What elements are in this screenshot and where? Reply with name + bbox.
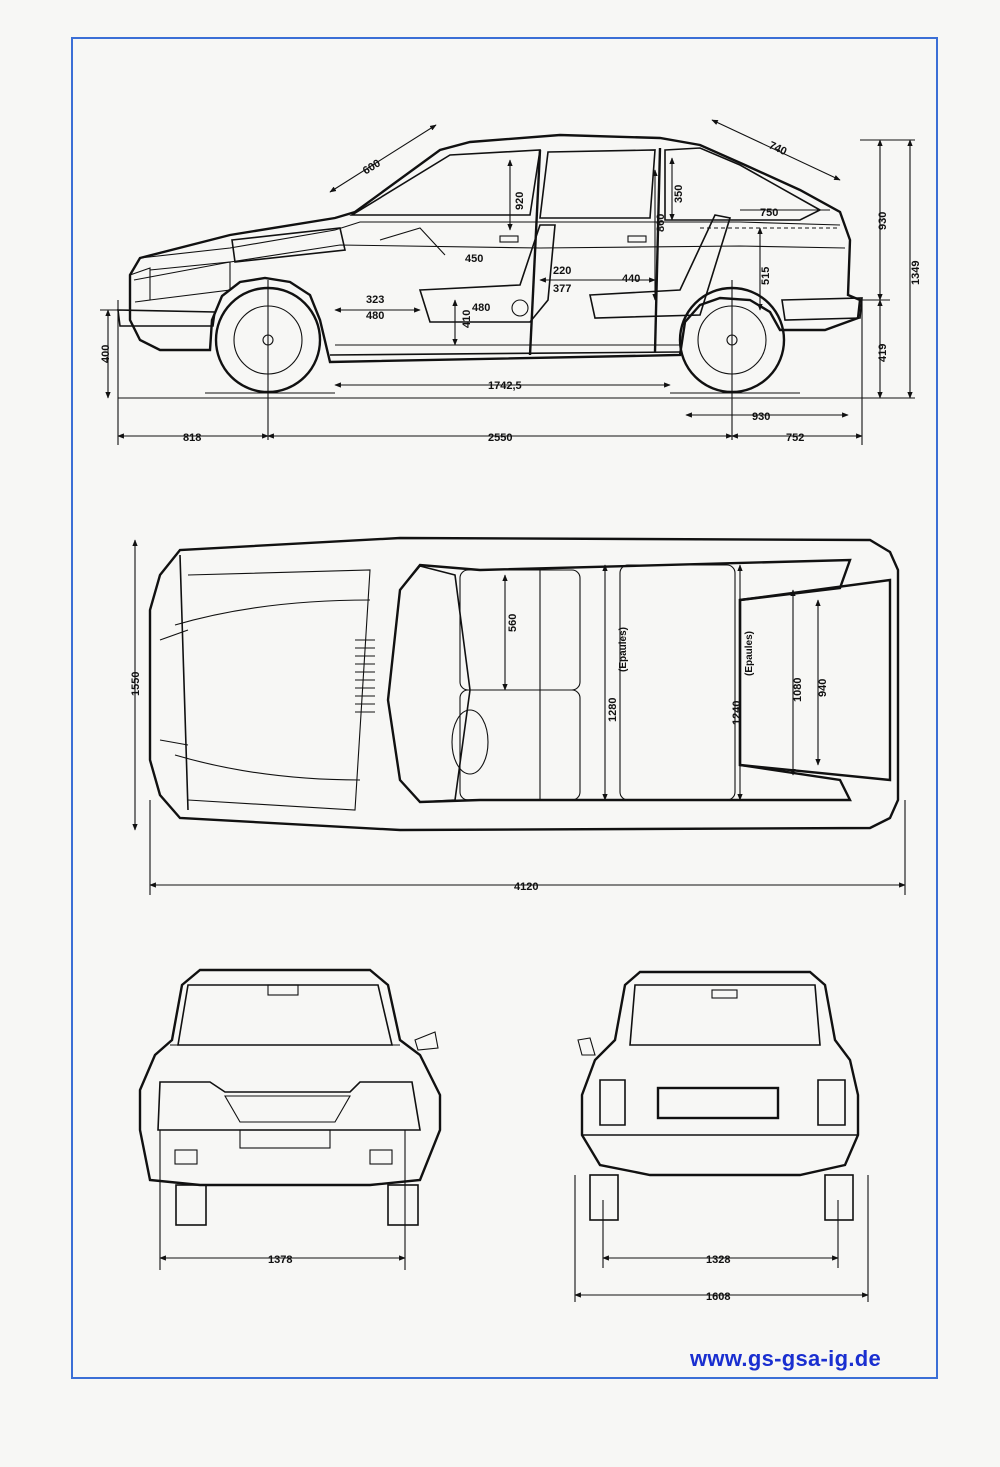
dim-560: 560 — [507, 614, 519, 632]
dim-419: 419 — [877, 344, 889, 362]
dim-480-left: 480 — [366, 310, 384, 322]
dim-860: 860 — [655, 214, 667, 232]
dim-1349: 1349 — [910, 261, 922, 285]
dim-750: 750 — [760, 207, 778, 219]
dim-1378: 1378 — [268, 1254, 292, 1266]
dim-2550: 2550 — [488, 432, 512, 444]
dim-1608: 1608 — [706, 1291, 730, 1303]
dim-4120: 4120 — [514, 881, 538, 893]
dim-440: 440 — [622, 273, 640, 285]
dim-1550: 1550 — [130, 672, 142, 696]
dim-1080: 1080 — [792, 678, 804, 702]
dim-350: 350 — [673, 185, 685, 203]
dim-400: 400 — [100, 345, 112, 363]
dim-220: 220 — [553, 265, 571, 277]
dim-920: 920 — [514, 192, 526, 210]
dim-1742: 1742,5 — [488, 380, 522, 392]
top-view: 1550 560 1280 (Epaules) 1240 (Epaules) 1… — [130, 536, 906, 895]
dim-940: 940 — [817, 679, 829, 697]
dim-752: 752 — [786, 432, 804, 444]
side-body-outline — [128, 133, 862, 364]
dim-377: 377 — [553, 283, 571, 295]
rear-view: 1328 1608 — [574, 970, 869, 1303]
dim-930-overhang: 930 — [752, 411, 770, 423]
top-body-outline — [148, 536, 900, 832]
top-grille — [355, 639, 375, 713]
side-view: 600 740 920 350 860 750 930 1349 450 220… — [100, 119, 922, 445]
front-body-outline — [138, 968, 442, 1187]
page-frame — [71, 37, 938, 1379]
label-epaules-rear: (Epaules) — [744, 631, 755, 676]
dim-410: 410 — [461, 310, 473, 328]
dim-1280: 1280 — [607, 698, 619, 722]
website-link[interactable]: www.gs-gsa-ig.de — [690, 1346, 882, 1371]
dim-515: 515 — [760, 267, 772, 285]
dim-323: 323 — [366, 294, 384, 306]
dim-930-height: 930 — [877, 212, 889, 230]
dim-480-seat: 480 — [472, 302, 490, 314]
dim-818: 818 — [183, 432, 201, 444]
dim-1240: 1240 — [731, 701, 743, 725]
dim-1328: 1328 — [706, 1254, 730, 1266]
front-view: 1378 — [138, 968, 442, 1270]
dim-740: 740 — [767, 139, 789, 158]
dim-450: 450 — [465, 253, 483, 265]
label-epaules-front: (Epaules) — [618, 627, 629, 672]
